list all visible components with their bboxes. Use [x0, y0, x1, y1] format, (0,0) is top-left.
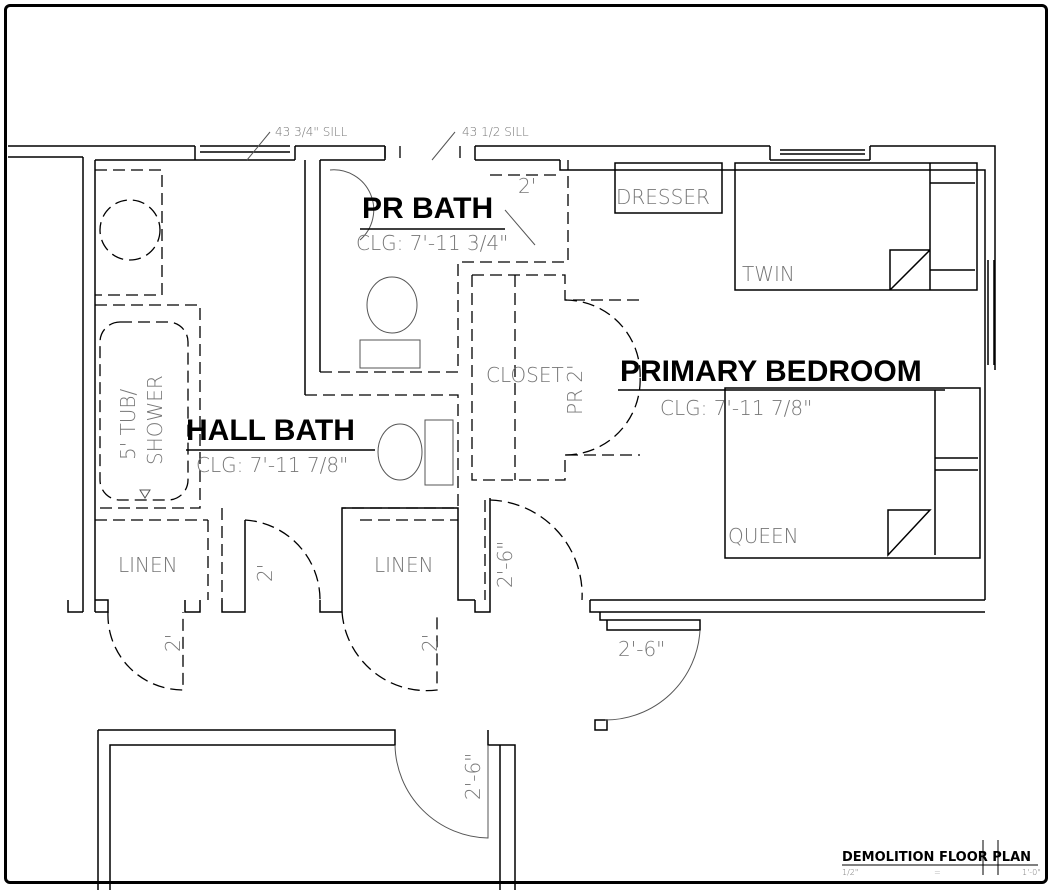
- dim-label: 2': [161, 634, 185, 652]
- dim-label: 2': [518, 174, 536, 198]
- ceiling-hall-bath: CLG: 7'-11 7/8": [196, 453, 348, 477]
- linen-label-right: LINEN: [374, 553, 434, 577]
- demolished-walls: [95, 146, 640, 600]
- drawing-title: DEMOLITION FLOOR PLAN: [842, 850, 1031, 865]
- shower-label: SHOWER: [143, 375, 167, 465]
- leader-lines: [246, 131, 536, 246]
- scale-left: 1/2": [842, 868, 859, 877]
- twin-bed-label: TWIN: [742, 262, 795, 286]
- scale-equals: =: [934, 868, 941, 877]
- room-label-hall-bath: HALL BATH: [186, 414, 355, 447]
- linen-label-left: LINEN: [118, 553, 178, 577]
- dim-label: 2'-6": [493, 541, 517, 588]
- sill-note-right: 43 1/2 SILL: [462, 125, 529, 139]
- ceiling-primary-bedroom: CLG: 7'-11 7/8": [660, 396, 812, 420]
- dim-label: 2'-6": [461, 753, 485, 800]
- ceiling-pr-bath: CLG: 7'-11 3/4": [356, 231, 508, 255]
- exterior-walls: [8, 145, 996, 890]
- sill-note-left: 43 3/4" SILL: [275, 125, 348, 139]
- closet-label: CLOSET: [486, 363, 564, 387]
- queen-bed-label: QUEEN: [728, 524, 799, 548]
- room-label-primary-bedroom: PRIMARY BEDROOM: [620, 355, 922, 388]
- pr-door-label: PR 2': [563, 364, 587, 415]
- scale-right: 1'-0": [1022, 868, 1041, 877]
- tub-label: 5' TUB/: [116, 388, 140, 460]
- dresser-label: DRESSER: [616, 185, 710, 209]
- room-label-pr-bath: PR BATH: [362, 192, 493, 225]
- dim-label: 2'-6": [618, 637, 665, 661]
- drawing-border: [4, 4, 1048, 884]
- dim-label: 2': [418, 634, 442, 652]
- door-swings: [107, 299, 701, 839]
- dim-label: 2': [253, 564, 277, 582]
- fixtures: [99, 162, 981, 559]
